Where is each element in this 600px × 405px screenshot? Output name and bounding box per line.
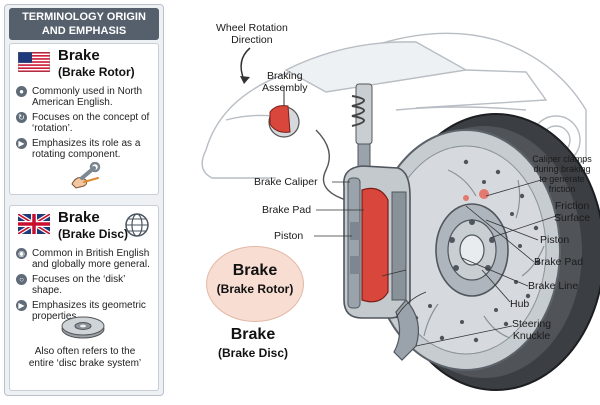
list-item: ○Focuses on the ‘disk’ shape.	[16, 274, 156, 296]
disc-icon: ○	[16, 274, 27, 285]
terminology-panel: TERMINOLOGY ORIGIN AND EMPHASIS Brake (B…	[4, 4, 164, 396]
brake-disc-icon	[61, 316, 105, 339]
brake-caliper-label: Brake Caliper	[254, 176, 318, 188]
braking-assembly-mini	[268, 88, 300, 138]
us-flag-icon	[18, 52, 50, 72]
location-icon: ●	[16, 86, 27, 97]
uk-term-title: Brake	[58, 209, 100, 226]
wheel-rotation-label: Wheel Rotation Direction	[216, 22, 288, 46]
list-item: ▶Emphasizes its role as a rotating compo…	[16, 138, 156, 160]
list-item: ●Commonly used in North American English…	[16, 86, 156, 108]
steering-knuckle	[393, 299, 419, 361]
brake-rotor-bubble	[206, 246, 304, 322]
uk-term-section: Brake (Brake Disc) ◉Common in British En…	[9, 205, 159, 391]
hub-label: Hub	[510, 298, 530, 310]
us-term-section: Brake (Brake Rotor) ●Commonly used in No…	[9, 43, 159, 195]
brake-caliper	[343, 165, 411, 319]
rotor-title: Brake	[232, 262, 278, 279]
globe-icon	[125, 213, 149, 237]
play-icon: ▶	[16, 138, 27, 149]
uk-bullets: ◉Common in British English and globally …	[16, 248, 156, 326]
friction-surface-label: Friction Surface	[554, 200, 591, 224]
illustration-canvas	[201, 32, 600, 391]
brake-illustration: Wheel Rotation Direction Braking Assembl…	[166, 0, 600, 400]
list-item: ◉Common in British English and globally …	[16, 248, 150, 270]
piston-right-label: Piston	[540, 234, 570, 246]
uk-term-subtitle: (Brake Disc)	[58, 227, 129, 241]
us-bullets: ●Commonly used in North American English…	[16, 86, 156, 164]
rotation-arrow	[240, 47, 251, 81]
rotation-icon: ↻	[16, 112, 27, 123]
panel-title: TERMINOLOGY ORIGIN AND EMPHASIS	[9, 8, 159, 40]
brake-line-tube	[315, 129, 347, 201]
play-icon: ▶	[16, 300, 27, 311]
caliper-clamps-note: Caliper clamps during braking to generat…	[532, 154, 592, 194]
also-note: Also often refers to the entire ‘disc br…	[28, 346, 142, 369]
piston-left-label: Piston	[274, 230, 304, 242]
braking-assembly-label: Braking Assembly	[262, 70, 308, 94]
brake-pad-right-label: Brake Pad	[534, 256, 584, 268]
disc-title: Brake	[230, 326, 276, 343]
list-item: ▶Emphasizes its geometric properties.	[16, 300, 156, 322]
steering-knuckle-label: Steering Knuckle	[512, 318, 552, 342]
us-term-title: Brake	[58, 47, 100, 64]
brake-line-label: Brake Line	[528, 280, 579, 292]
wrench-icon	[71, 162, 101, 189]
brake-pad-left-label: Brake Pad	[262, 204, 312, 216]
uk-flag-icon	[18, 214, 50, 234]
us-term-subtitle: (Brake Rotor)	[58, 65, 135, 79]
globe-small-icon: ◉	[16, 248, 27, 259]
rotor-subtitle: (Brake Rotor)	[216, 282, 294, 296]
list-item: ↻Focuses on the concept of ‘rotation’.	[16, 112, 156, 134]
disc-subtitle: (Brake Disc)	[217, 346, 289, 360]
